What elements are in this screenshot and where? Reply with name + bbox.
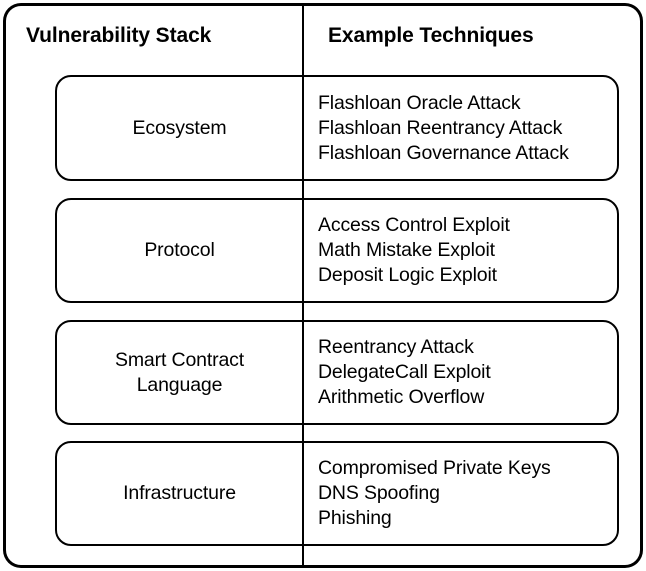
cell-vulnerability-stack: Ecosystem bbox=[58, 75, 301, 181]
cell-line: Flashloan Reentrancy Attack bbox=[318, 116, 563, 139]
table-row bbox=[55, 198, 619, 303]
cell-line: Language bbox=[136, 373, 223, 396]
cell-line: DNS Spoofing bbox=[318, 482, 440, 504]
cell-example-techniques: Reentrancy Attack DelegateCall Exploit A… bbox=[318, 320, 616, 425]
cell-line: Arithmetic Overflow bbox=[318, 386, 485, 408]
column-shell-example-techniques bbox=[302, 3, 643, 568]
column-shell-vulnerability-stack bbox=[3, 3, 304, 568]
table-row bbox=[55, 320, 619, 425]
cell-line: Phishing bbox=[318, 507, 392, 529]
cell-example-techniques: Flashloan Oracle Attack Flashloan Reentr… bbox=[318, 75, 616, 181]
cell-line: Math Mistake Exploit bbox=[318, 239, 495, 261]
cell-line: Compromised Private Keys bbox=[318, 457, 551, 479]
table-row bbox=[55, 441, 619, 546]
cell-line: Access Control Exploit bbox=[318, 214, 510, 236]
column-header-example-techniques: Example Techniques bbox=[328, 24, 534, 47]
cell-vulnerability-stack: Smart Contract Language bbox=[58, 320, 301, 425]
cell-line: Smart Contract bbox=[114, 348, 245, 371]
cell-line: DelegateCall Exploit bbox=[318, 361, 491, 383]
cell-example-techniques: Access Control Exploit Math Mistake Expl… bbox=[318, 198, 616, 303]
column-header-vulnerability-stack: Vulnerability Stack bbox=[26, 24, 212, 47]
table-row bbox=[55, 75, 619, 181]
cell-line: Flashloan Governance Attack bbox=[318, 141, 569, 164]
cell-line: Protocol bbox=[144, 239, 215, 261]
cell-example-techniques: Compromised Private Keys DNS Spoofing Ph… bbox=[318, 441, 616, 546]
cell-line: Ecosystem bbox=[132, 116, 227, 139]
cell-vulnerability-stack: Protocol bbox=[58, 198, 301, 303]
cell-line: Reentrancy Attack bbox=[318, 336, 474, 358]
cell-line: Flashloan Oracle Attack bbox=[318, 91, 521, 114]
cell-line: Infrastructure bbox=[123, 482, 236, 504]
cell-vulnerability-stack: Infrastructure bbox=[58, 441, 301, 546]
cell-line: Deposit Logic Exploit bbox=[318, 264, 497, 286]
